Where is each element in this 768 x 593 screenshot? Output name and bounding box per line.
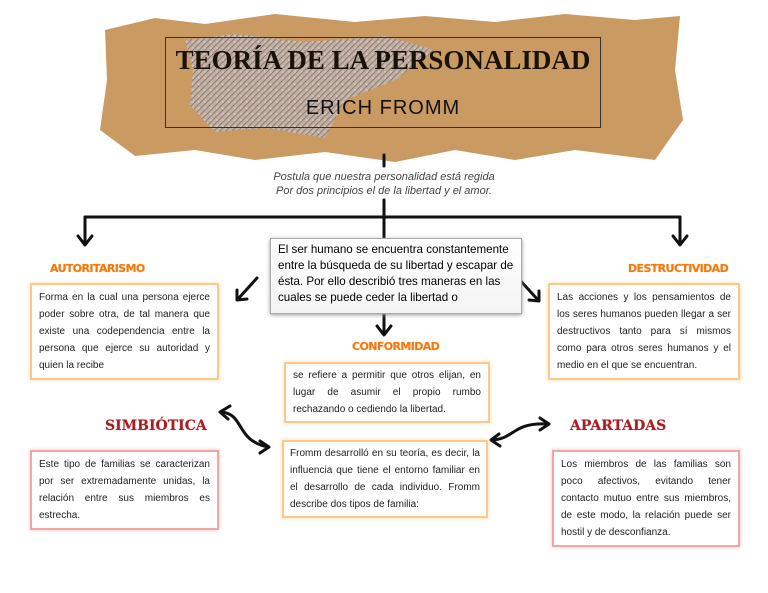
arrow-apartadas	[490, 422, 550, 442]
torn-paper-background	[100, 14, 683, 162]
familia-box: Fromm desarrolló en su teoría, es decir,…	[282, 440, 488, 518]
apartadas-label: APARTADAS	[570, 418, 667, 434]
simbiotica-box: Este tipo de familias se caracterizan po…	[30, 450, 219, 530]
autoritarismo-label: AUTORITARISMO	[50, 262, 145, 275]
arrow-simbiotica	[220, 410, 270, 449]
intro-line-1: Postula que nuestra personalidad está re…	[273, 171, 495, 183]
destructividad-box: Las acciones y los pensamientos de los s…	[548, 283, 740, 380]
conformidad-label: CONFORMIDAD	[352, 340, 440, 353]
conformidad-box: se refiere a permitir que otros elijan, …	[284, 362, 490, 423]
simbiotica-label: SIMBIÓTICA	[105, 418, 207, 434]
title-frame	[165, 37, 601, 128]
center-box: El ser humano se encuentra constantement…	[270, 238, 522, 314]
intro-line-2: Por dos principios el de la libertad y e…	[275, 185, 493, 197]
page-title: TEORÍA DE LA PERSONALIDAD	[175, 45, 591, 75]
intro-text: Postula que nuestra personalidad está re…	[220, 170, 548, 198]
destructividad-label: DESTRUCTIVIDAD	[628, 262, 729, 275]
apartadas-box: Los miembros de las familias son poco af…	[552, 450, 740, 547]
page-subtitle: ERICH FROMM	[305, 97, 461, 119]
autoritarismo-box: Forma en la cual una persona ejerce pode…	[30, 283, 219, 380]
arrow-to-autoritarismo	[236, 276, 259, 301]
